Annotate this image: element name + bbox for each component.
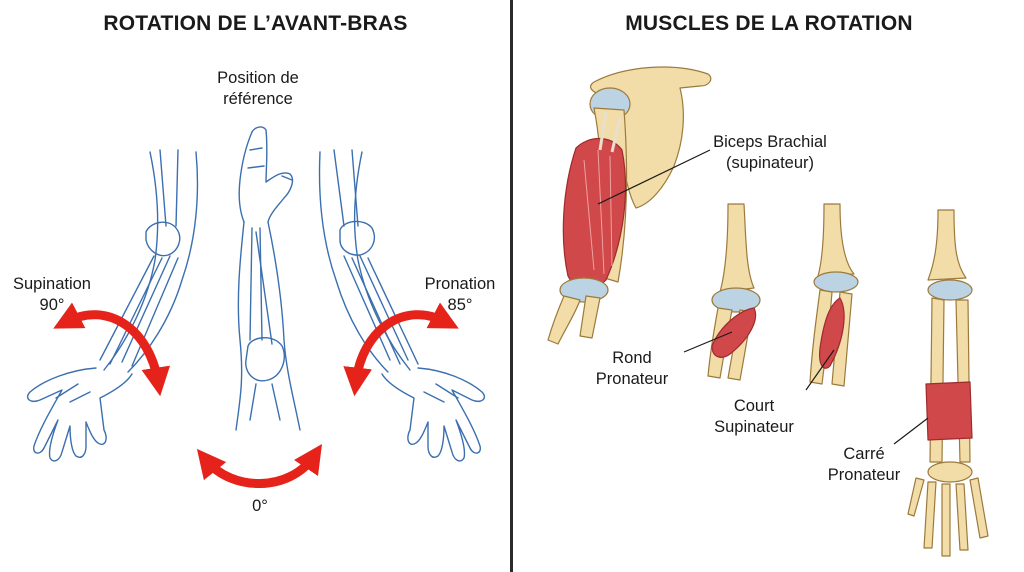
reference-position-label: Position de référence	[196, 68, 320, 110]
rotation-muscles-panel: MUSCLES DE LA ROTATION	[514, 0, 1024, 572]
biceps-label: Biceps Brachial (supinateur)	[704, 132, 836, 174]
carre-pronateur-label: Carré Pronateur	[814, 444, 914, 486]
pronation-angle: 85°	[410, 295, 510, 316]
carre-pronateur-muscle	[926, 382, 972, 440]
biceps-label-line2: (supinateur)	[704, 153, 836, 174]
neutral-rotation-arrow	[206, 456, 314, 484]
panel-divider	[510, 0, 513, 572]
supination-label: Supination 90°	[0, 274, 104, 316]
rotation-muscles-figure	[514, 0, 1024, 572]
carre-leader	[894, 418, 928, 444]
rond-label-line1: Rond	[582, 348, 682, 369]
carre-pronateur-humerus	[928, 210, 966, 280]
reference-forearm-outline	[236, 127, 300, 430]
carre-pronateur-hand-bones	[908, 462, 988, 556]
carre-label-line1: Carré	[814, 444, 914, 465]
carre-label-line2: Pronateur	[814, 465, 914, 486]
supination-name: Supination	[0, 274, 104, 295]
reference-label-line2: référence	[196, 89, 320, 110]
pronation-name: Pronation	[410, 274, 510, 295]
pronation-arrow	[356, 315, 446, 382]
supination-angle: 90°	[0, 295, 104, 316]
biceps-label-line1: Biceps Brachial	[704, 132, 836, 153]
rond-pronateur-humerus	[720, 204, 754, 292]
rond-pronateur-label: Rond Pronateur	[582, 348, 682, 390]
reference-label-line1: Position de	[196, 68, 320, 89]
court-supinateur-humerus	[818, 204, 854, 276]
court-label-line2: Supinateur	[702, 417, 806, 438]
supination-arrow	[66, 315, 158, 382]
biceps-forearm-bones	[548, 296, 600, 344]
forearm-rotation-panel: ROTATION DE L’AVANT-BRAS	[0, 0, 511, 572]
zero-degree-label: 0°	[240, 496, 280, 517]
rond-label-line2: Pronateur	[582, 369, 682, 390]
pronation-label: Pronation 85°	[410, 274, 510, 316]
court-supinateur-label: Court Supinateur	[702, 396, 806, 438]
court-label-line1: Court	[702, 396, 806, 417]
